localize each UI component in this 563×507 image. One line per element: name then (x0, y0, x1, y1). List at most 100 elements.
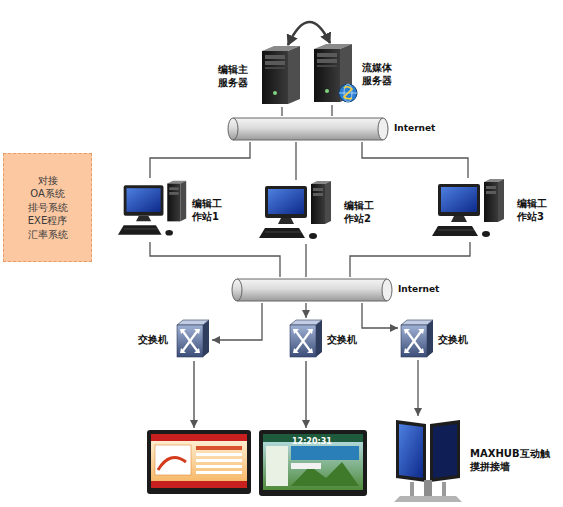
clock-text: 12:20:31 (292, 437, 332, 446)
icon-part (378, 118, 388, 140)
icon-part (124, 228, 158, 229)
node-label-group: 交换机 (325, 333, 365, 346)
node-label: 编辑主服务器 (218, 63, 254, 89)
switch-box: 交换机 (287, 318, 365, 360)
icon-part (498, 179, 504, 222)
switch-box: 交换机 (398, 318, 478, 360)
server-icon-box: 流媒体服务器 (308, 43, 404, 105)
icon-part (317, 65, 337, 67)
network-line (295, 142, 296, 180)
network-line (150, 142, 250, 178)
node-label-group: Internet (396, 284, 440, 296)
icon-part (196, 465, 242, 468)
node-label-group: 编辑工作站3 (515, 197, 551, 223)
icon-part (196, 446, 242, 450)
icon-part (486, 186, 496, 189)
icon-part (309, 233, 317, 239)
icon-part (311, 184, 325, 224)
icon-part (344, 87, 352, 99)
icon-part (291, 463, 321, 469)
icon-part (169, 187, 178, 190)
icon-part (265, 67, 285, 69)
display-screen (259, 430, 367, 496)
icon-part (196, 459, 242, 462)
icon-part (325, 89, 329, 93)
server-icon (256, 45, 308, 107)
icon-part (232, 279, 242, 301)
icon-part (147, 430, 251, 494)
network-line (305, 244, 306, 277)
icon-part (127, 188, 161, 212)
icon-part (291, 446, 359, 460)
icon-part (433, 424, 457, 478)
pc-icon (252, 181, 342, 243)
icon-part (313, 188, 323, 191)
node-label-group: Internet (392, 123, 436, 135)
icon-part (233, 118, 383, 119)
icon-part (295, 330, 311, 352)
icon-part (266, 446, 288, 486)
icon-part (396, 420, 426, 482)
system-name: OA系统 (30, 187, 65, 201)
icon-part (410, 482, 414, 498)
icon-part (196, 471, 242, 474)
node-label-group: 交换机 (138, 333, 174, 346)
icon-part (339, 84, 357, 102)
switch-box: 交换机 (138, 318, 212, 360)
icon-part (136, 216, 151, 222)
icon-part (441, 187, 477, 212)
node-label: Internet (398, 284, 440, 296)
icon-part (430, 420, 460, 482)
icon-part (151, 434, 247, 488)
node-label-group: 编辑工作站2 (342, 199, 378, 225)
node-label: Internet (394, 123, 436, 135)
node-label: 交换机 (438, 333, 478, 346)
signal-arrow (193, 361, 194, 428)
icon-part (165, 230, 173, 236)
pc-icon (118, 179, 190, 241)
icon-part (484, 182, 498, 222)
icon-part (228, 118, 238, 140)
icon-part (259, 228, 305, 238)
network-line (281, 107, 282, 116)
display-screen (147, 430, 251, 494)
node-label: 编辑工作站3 (517, 197, 551, 223)
icon-part (404, 329, 424, 353)
network-arrow (417, 360, 418, 416)
icon-part (317, 59, 337, 63)
icon-part (158, 458, 186, 471)
icon-part (124, 185, 164, 215)
icon-part (438, 230, 474, 231)
node-label: 交换机 (138, 333, 172, 346)
icon-part (316, 320, 322, 357)
node-label: 交换机 (327, 333, 365, 346)
node-label: 编辑工作站2 (344, 199, 378, 225)
network-pipe: Internet (224, 116, 436, 142)
integration-box: 对接OA系统排号系统EXE程序汇率系统 (3, 153, 92, 262)
icon-part (233, 140, 383, 141)
network-line (150, 242, 280, 277)
icon-part (169, 192, 178, 195)
signal-arrow (305, 361, 306, 428)
icon-part (265, 61, 285, 65)
network-arrow (305, 303, 306, 318)
icon-part (486, 191, 496, 194)
icon-part (399, 424, 423, 478)
icon-part (268, 189, 304, 214)
icon-part (442, 482, 446, 498)
node-label: MAXHUB互动触摸拼接墙 (470, 447, 552, 473)
icon-part (196, 453, 242, 456)
network-arrow (362, 303, 398, 328)
workstation-box: 编辑工作站3 (425, 178, 555, 242)
server2-icon (308, 43, 360, 105)
workstation-box: 编辑工作站2 (252, 180, 386, 244)
icon-part (424, 480, 432, 496)
switch-icon (174, 318, 212, 360)
icon-part (237, 279, 387, 301)
network-arrow (212, 303, 262, 340)
icon-part (182, 330, 198, 352)
icon-part (237, 279, 387, 280)
icon-part (273, 91, 277, 95)
icon-part (291, 462, 359, 486)
network-line (350, 242, 470, 277)
